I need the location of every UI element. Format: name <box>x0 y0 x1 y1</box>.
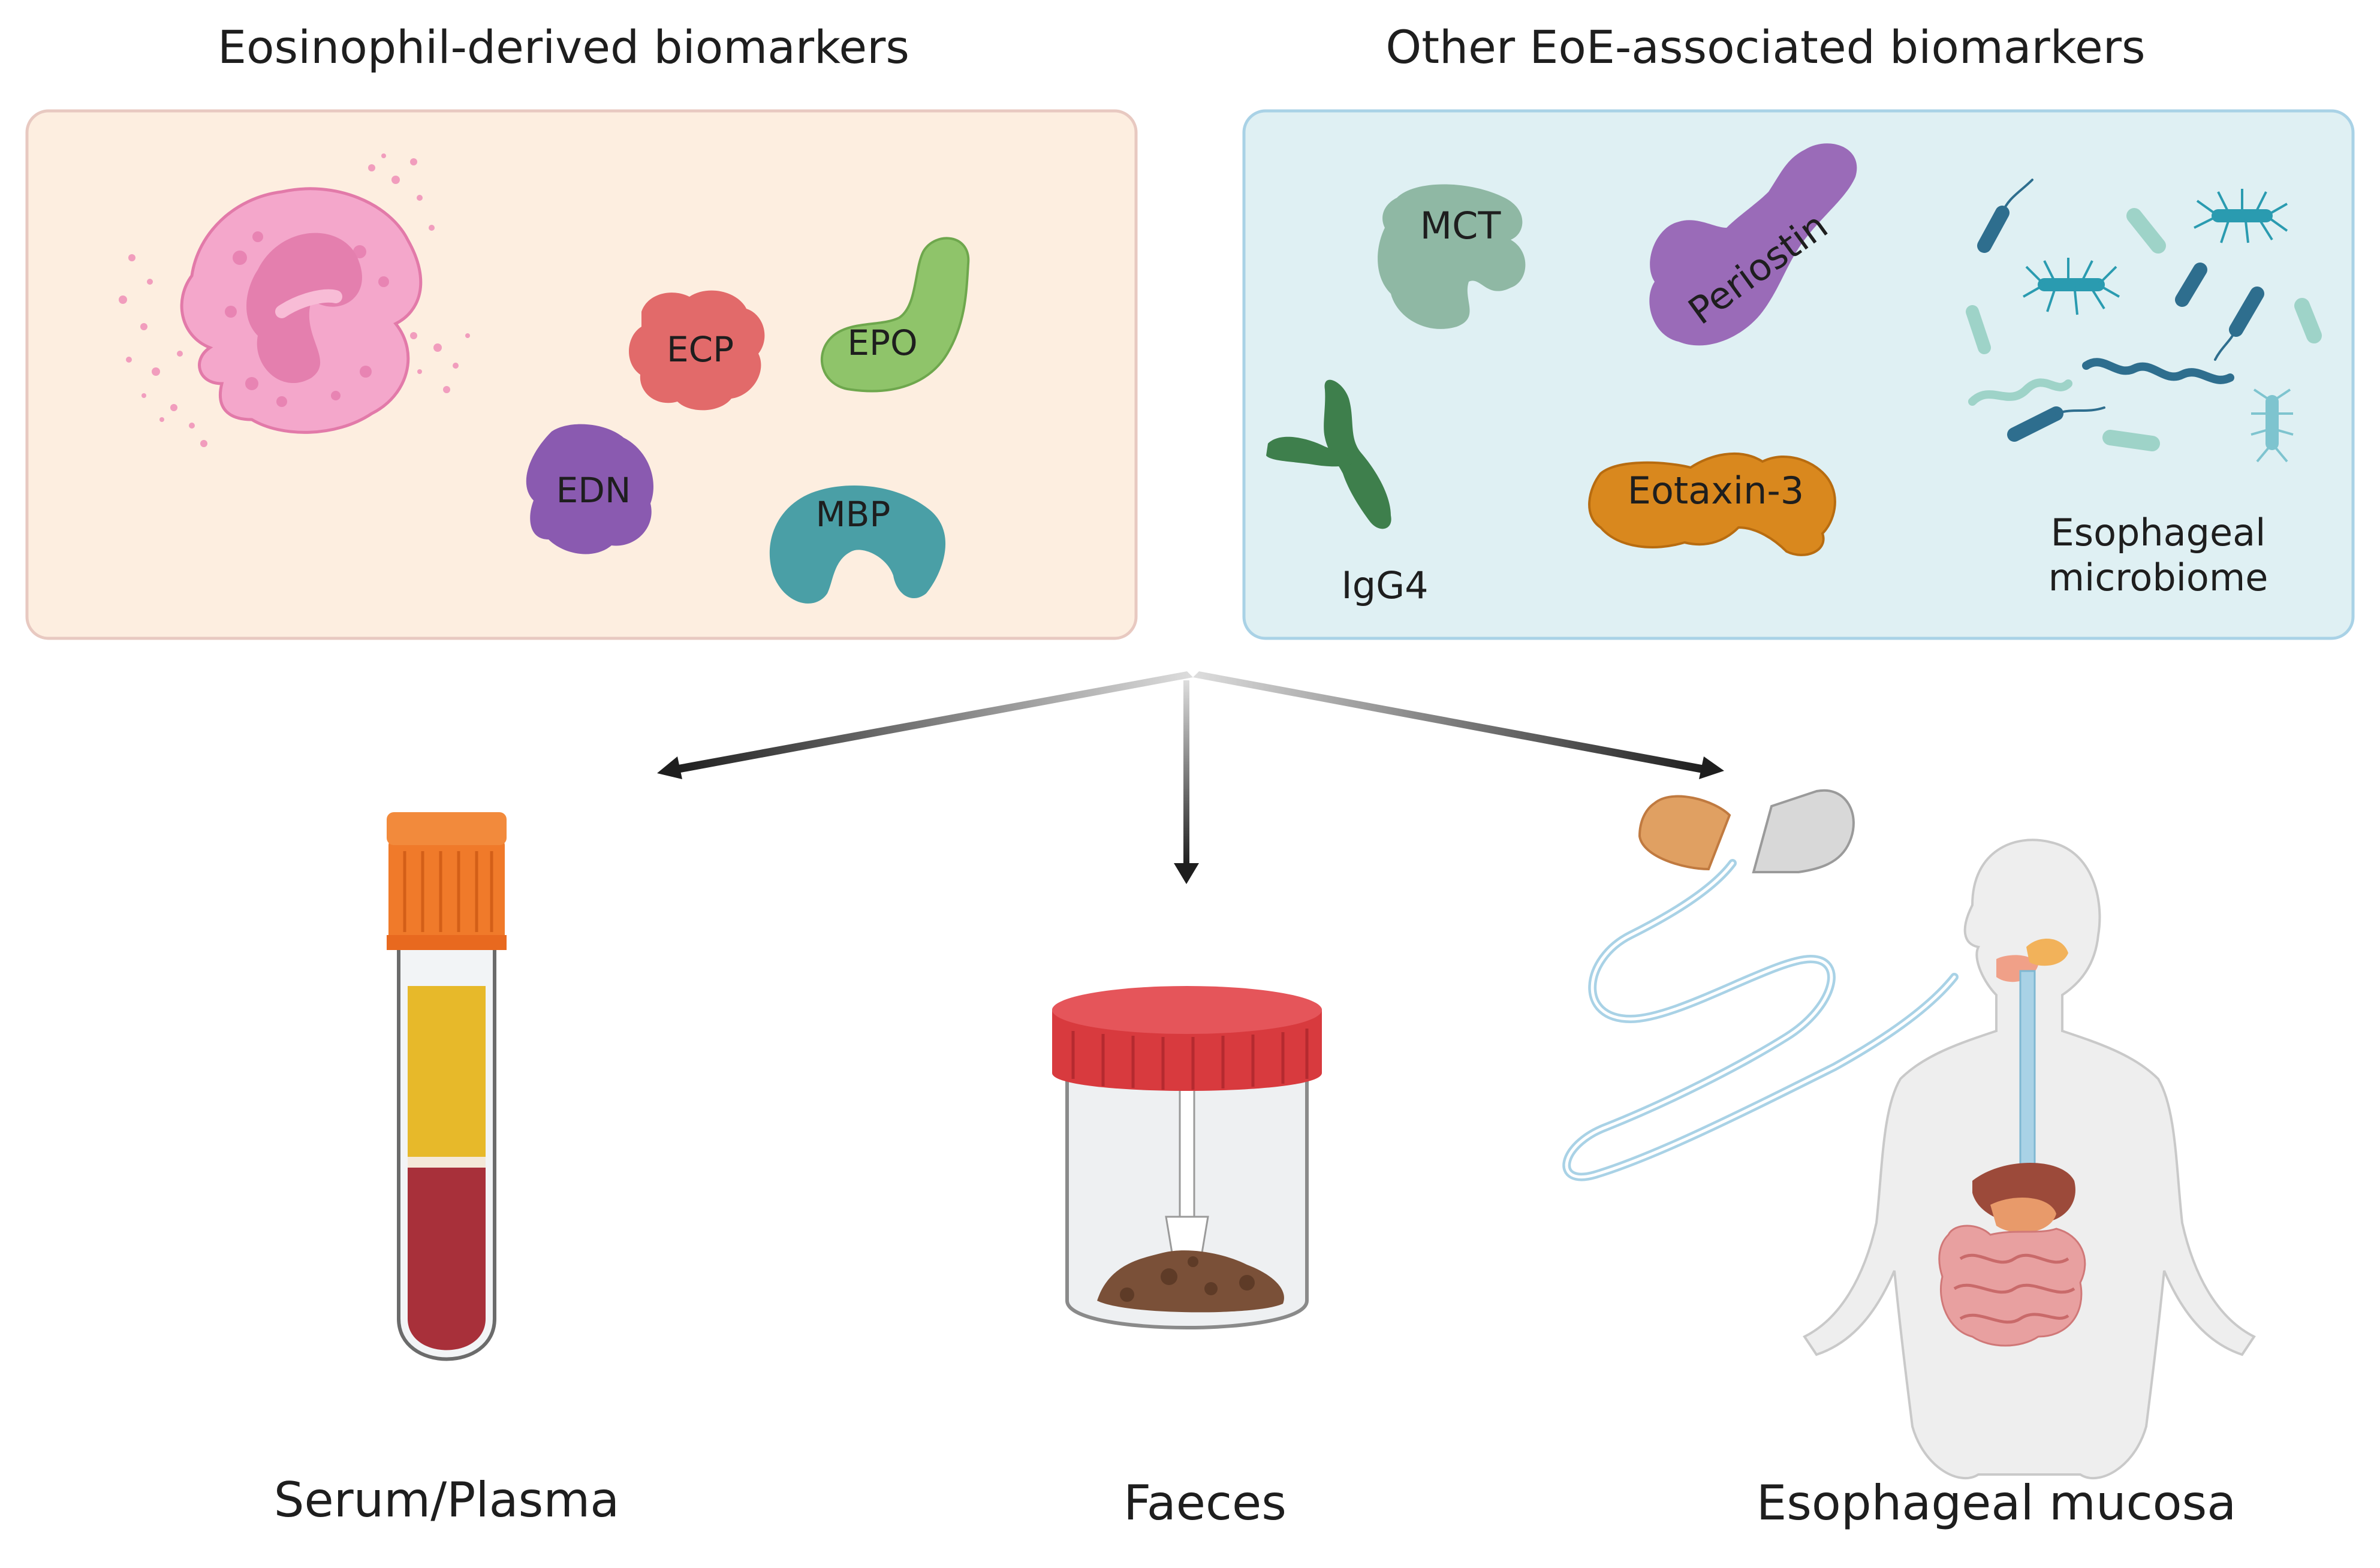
faeces-caption: Faeces <box>1123 1475 1287 1531</box>
mct-protein-icon: MCT <box>1378 184 1526 329</box>
blood-tube-icon <box>387 812 507 1361</box>
mbp-protein-icon: MBP <box>769 486 946 604</box>
serum-plasma-caption: Serum/Plasma <box>274 1472 620 1528</box>
distribution-arrows <box>657 671 1724 884</box>
mct-label: MCT <box>1420 204 1502 248</box>
eosinophil-panel <box>25 109 1138 640</box>
igg4-antibody-icon: IgG4 <box>1266 379 1429 607</box>
eotaxin-3-label: Eotaxin-3 <box>1628 469 1804 512</box>
specimen-jar-icon <box>1052 986 1322 1329</box>
capsule-icon <box>1638 789 1855 873</box>
edn-label: EDN <box>556 470 631 511</box>
human-body-icon <box>1803 839 2256 1480</box>
ecp-label: ECP <box>667 329 734 370</box>
periostin-protein-icon: Periostin <box>1649 143 1857 346</box>
microbiome-label-line1: Esophageal <box>2051 511 2266 554</box>
eotaxin-3-protein-icon: Eotaxin-3 <box>1588 453 1836 556</box>
string-device-icon <box>1562 859 1959 1181</box>
mbp-label: MBP <box>816 494 891 535</box>
epo-protein-icon: EPO <box>820 237 970 393</box>
microbiome-label-line2: microbiome <box>2048 556 2268 599</box>
other-section-title: Other EoE-associated biomarkers <box>1385 20 2145 74</box>
other-biomarkers-panel <box>1242 109 2355 640</box>
microbiome-bacteria-icon: Esophageal microbiome <box>1966 179 2322 599</box>
igg4-label: IgG4 <box>1341 563 1428 607</box>
eosinophil-cell-icon <box>119 153 470 447</box>
ecp-protein-icon: ECP <box>629 290 765 411</box>
eosinophil-section-title: Eosinophil-derived biomarkers <box>218 20 909 74</box>
edn-protein-icon: EDN <box>526 424 653 554</box>
epo-label: EPO <box>847 322 917 363</box>
esophageal-mucosa-caption: Esophageal mucosa <box>1757 1475 2237 1531</box>
